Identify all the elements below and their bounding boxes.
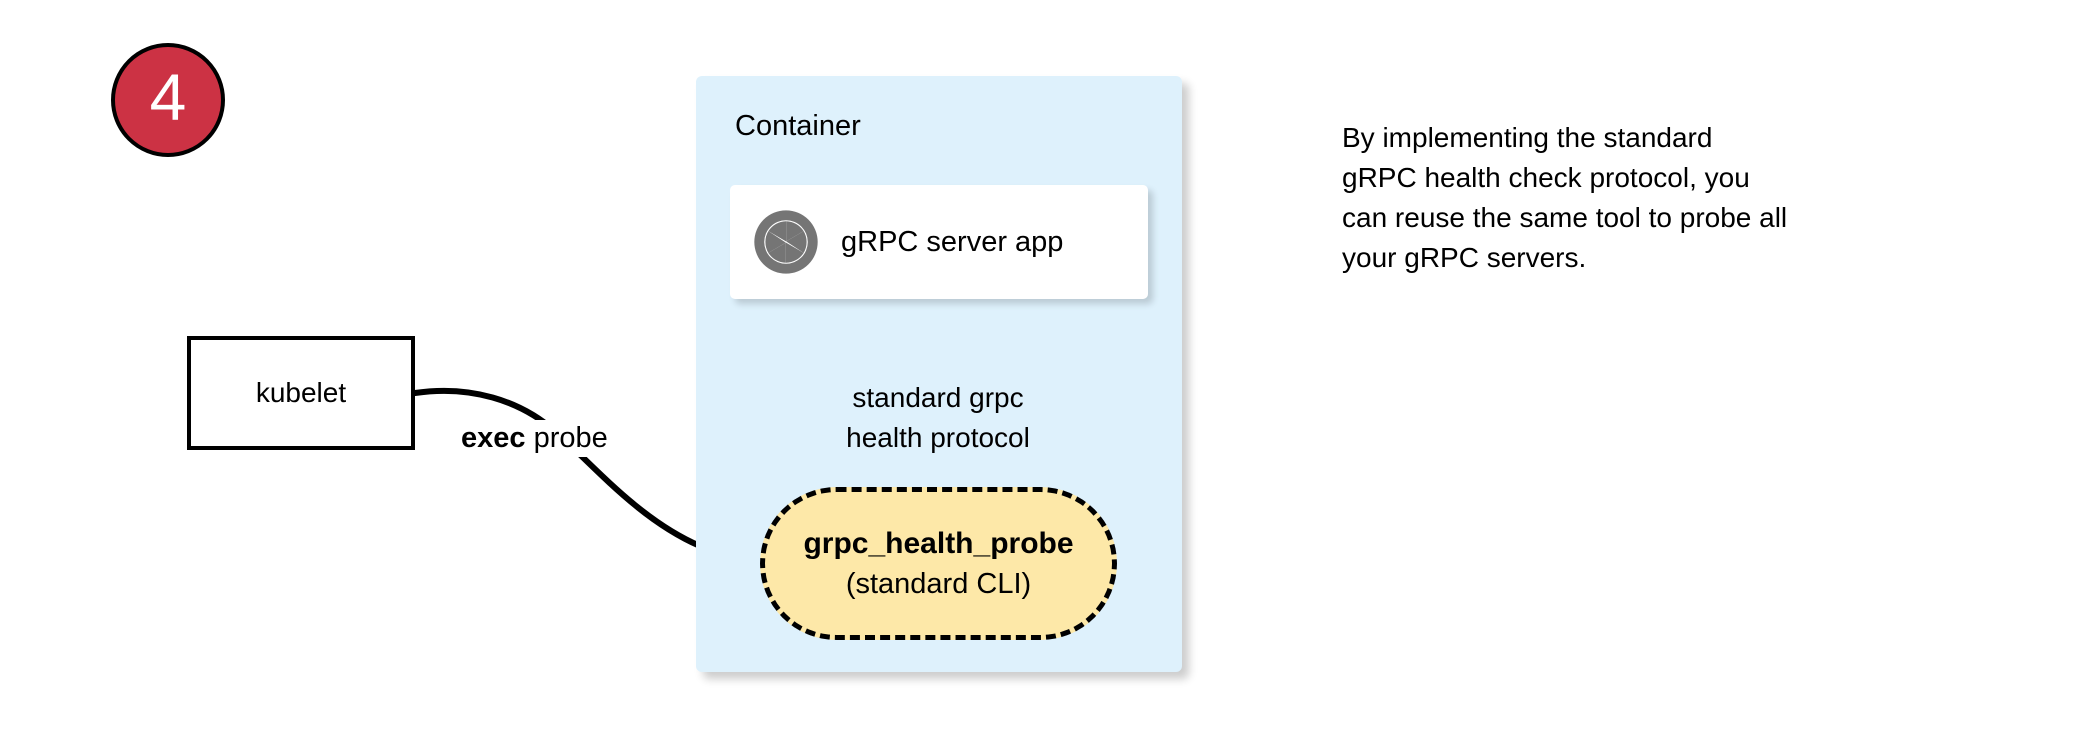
caption-line-3: can reuse the same tool to probe all <box>1342 202 1788 233</box>
caption-text: By implementing the standard gRPC health… <box>1342 118 1942 278</box>
protocol-label-line2: health protocol <box>846 422 1030 453</box>
exec-probe-edge-label: exec probe <box>455 420 614 457</box>
step-number: 4 <box>149 60 187 134</box>
aperture-icon <box>754 210 818 274</box>
container-title: Container <box>735 110 861 142</box>
grpc-server-app-card: gRPC server app <box>730 185 1148 299</box>
grpc-health-probe-node: grpc_health_probe (standard CLI) <box>760 487 1117 640</box>
kubelet-node: kubelet <box>187 336 415 450</box>
protocol-edge-label: standard grpc health protocol <box>836 375 1040 461</box>
grpc-server-app-label: gRPC server app <box>841 225 1064 258</box>
exec-probe-label-rest: probe <box>525 422 608 454</box>
caption-line-4: your gRPC servers. <box>1342 242 1587 273</box>
protocol-label-line1: standard grpc <box>852 382 1024 413</box>
grpc-health-probe-title: grpc_health_probe <box>803 526 1074 560</box>
grpc-health-probe-subtitle: (standard CLI) <box>845 567 1032 600</box>
step-badge: 4 <box>111 43 225 157</box>
caption-line-1: By implementing the standard <box>1342 122 1713 153</box>
caption-line-2: gRPC health check protocol, you <box>1342 162 1750 193</box>
exec-probe-label-bold: exec <box>461 422 526 454</box>
kubelet-label: kubelet <box>255 377 347 408</box>
